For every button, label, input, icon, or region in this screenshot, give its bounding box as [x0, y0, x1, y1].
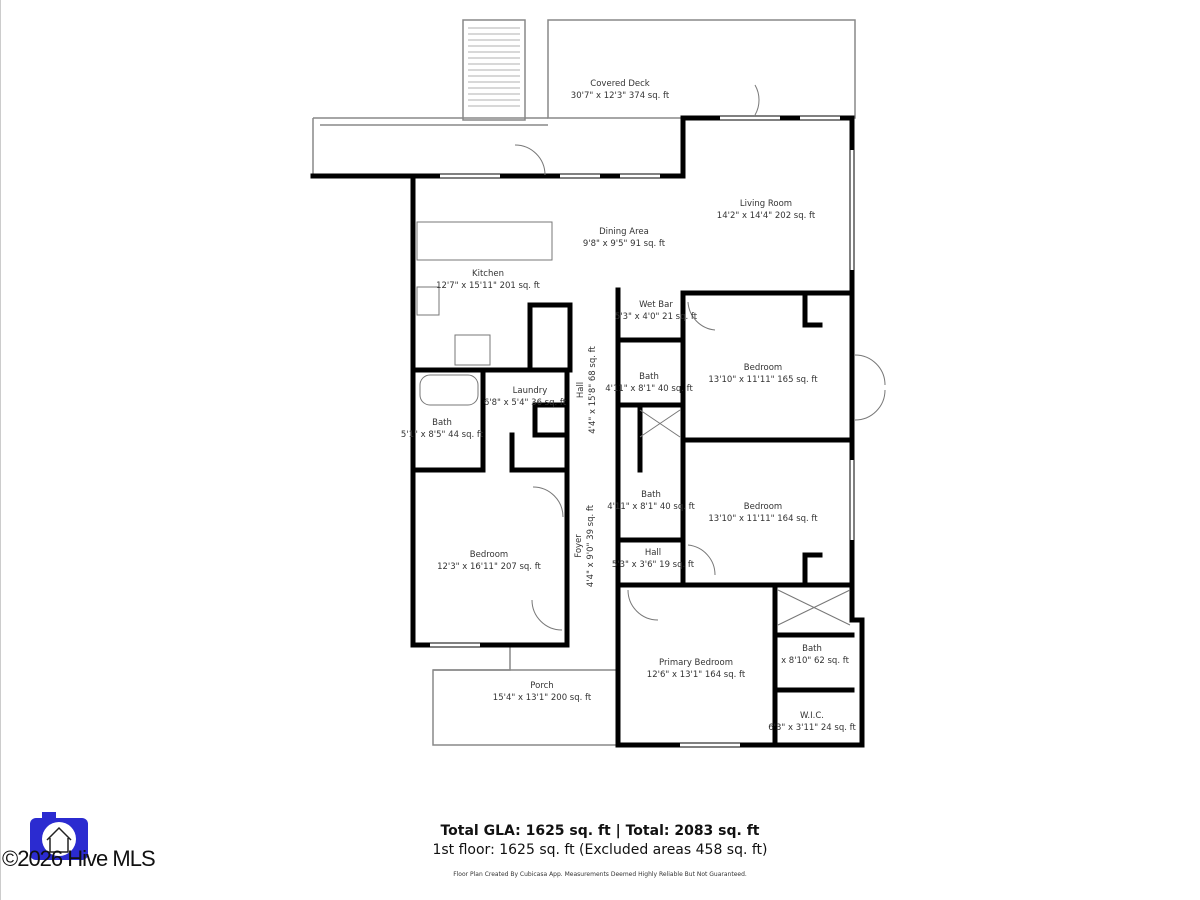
- room-name: W.I.C.: [800, 711, 824, 721]
- room-name: Bedroom: [744, 363, 782, 373]
- room-dims: 5'1" x 8'5" 44 sq. ft: [401, 430, 484, 440]
- room-dims: 12'6" x 13'1" 164 sq. ft: [647, 670, 746, 680]
- room-name: Bath: [639, 372, 659, 382]
- room-dims: 4'11" x 8'1" 40 sq. ft: [607, 502, 695, 512]
- image-edge: [0, 0, 1, 900]
- room-dims: 4'4" x 15'8" 68 sq. ft: [588, 346, 598, 434]
- fixtures: [416, 84, 886, 631]
- room-dims: 15'4" x 13'1" 200 sq. ft: [493, 693, 592, 703]
- room-name: Bath: [802, 644, 822, 654]
- room-dims: 6'8" x 5'4" 36 sq. ft: [484, 398, 567, 408]
- room-dims: 13'10" x 11'11" 165 sq. ft: [708, 375, 818, 385]
- room-dims: 13'10" x 11'11" 164 sq. ft: [708, 514, 818, 524]
- room-dims: 9'8" x 9'5" 91 sq. ft: [583, 239, 666, 249]
- room-name: Living Room: [740, 199, 792, 209]
- room-dims: x 8'10" 62 sq. ft: [781, 656, 849, 666]
- room-dims: 6'3" x 3'11" 24 sq. ft: [768, 723, 856, 733]
- stairs: [462, 19, 526, 121]
- room-name: Hall: [576, 382, 586, 398]
- room-name: Hall: [645, 548, 661, 558]
- walls: [310, 115, 865, 748]
- porch-outline: [432, 669, 619, 746]
- watermark-text: ©2026 Hive MLS: [2, 846, 156, 871]
- disclaimer: Floor Plan Created By Cubicasa App. Meas…: [453, 871, 747, 878]
- windows: [430, 116, 854, 747]
- room-dims: 12'7" x 15'11" 201 sq. ft: [436, 281, 540, 291]
- room-name: Porch: [530, 681, 553, 691]
- svg-text:W.I.C.6'3" x 3'11" 24 sq. ft: W.I.C. 6'3" x 3'11" 24 sq. ft: [768, 711, 856, 733]
- room-dims: 30'7" x 12'3" 374 sq. ft: [571, 91, 670, 101]
- total-area: Total GLA: 1625 sq. ft | Total: 2083 sq.…: [440, 823, 760, 839]
- hive-mls-logo-icon: [30, 812, 88, 860]
- room-labels: Covered Deck 30'7" x 12'3" 374 sq. ft Liv…: [401, 79, 857, 733]
- room-name: Bedroom: [470, 550, 508, 560]
- room-dims: 5'3" x 3'6" 19 sq. ft: [612, 560, 695, 570]
- room-dims: 12'3" x 16'11" 207 sq. ft: [437, 562, 541, 572]
- room-name: Bedroom: [744, 502, 782, 512]
- room-name: Wet Bar: [639, 300, 673, 310]
- room-dims: 4'4" x 9'0" 39 sq. ft: [586, 504, 596, 587]
- room-name: Primary Bedroom: [659, 658, 733, 668]
- room-name: Bath: [641, 490, 661, 500]
- room-name: Foyer: [574, 534, 584, 558]
- room-dims: 14'2" x 14'4" 202 sq. ft: [717, 211, 816, 221]
- floor-plan: Covered Deck 30'7" x 12'3" 374 sq. ft Liv…: [310, 19, 886, 748]
- room-dims: 5'3" x 4'0" 21 sq. ft: [615, 312, 698, 322]
- room-name: Dining Area: [599, 227, 649, 237]
- room-name: Laundry: [513, 386, 548, 396]
- floor-area: 1st floor: 1625 sq. ft (Excluded areas 4…: [432, 842, 768, 858]
- stair-treads: [468, 27, 520, 107]
- room-dims: 4'11" x 8'1" 40 sq. ft: [605, 384, 693, 394]
- room-name: Bath: [432, 418, 452, 428]
- room-name: Covered Deck: [590, 79, 649, 89]
- room-name: Kitchen: [472, 269, 504, 279]
